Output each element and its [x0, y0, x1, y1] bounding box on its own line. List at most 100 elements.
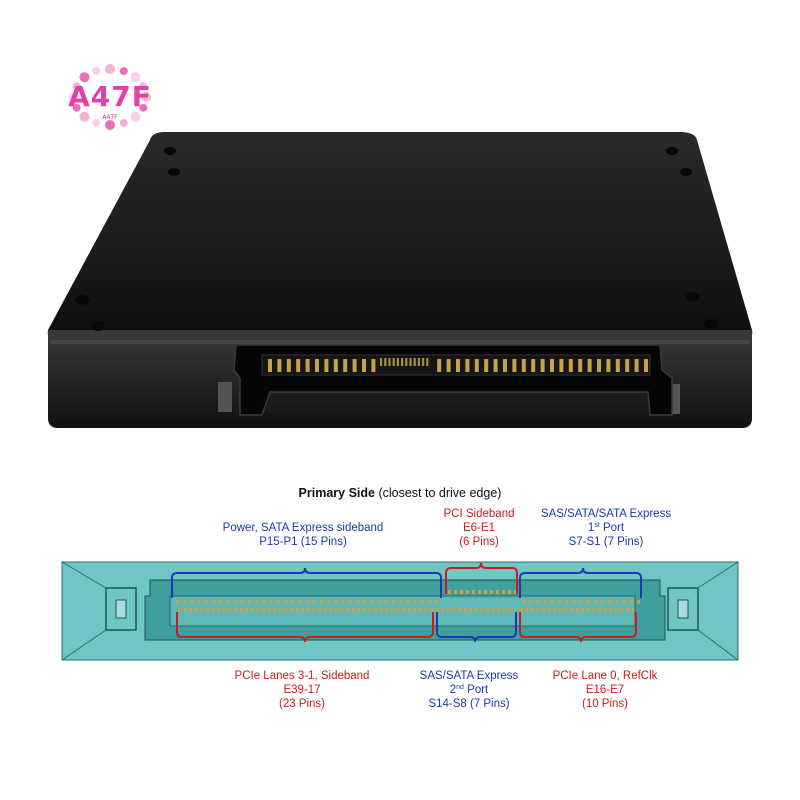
primary-pin: [399, 600, 403, 604]
secondary-pin: [592, 608, 596, 612]
connector-pin: [615, 359, 620, 372]
port1-pin: [558, 600, 561, 604]
secondary-pin: [278, 608, 282, 612]
primary-pin: [435, 600, 439, 604]
primary-pin: [312, 600, 316, 604]
secondary-pin: [183, 608, 187, 612]
wreath-flower: [139, 82, 148, 91]
secondary-pin: [413, 608, 417, 612]
sideband-pin: [417, 358, 420, 366]
secondary-pin: [407, 608, 411, 612]
secondary-pin: [480, 608, 484, 612]
brand-logo: A47F A47F: [60, 62, 160, 132]
secondary-pin: [379, 608, 383, 612]
screw-hole: [704, 319, 718, 329]
label-power-group: Power, SATA Express sideband P15-P1 (15 …: [222, 522, 384, 548]
primary-pin: [190, 600, 194, 604]
screw-hole: [164, 147, 176, 155]
bracket-port1: [519, 567, 642, 598]
secondary-pin: [469, 608, 473, 612]
sideband-pin: [401, 358, 404, 366]
pci-sideband-pin: [496, 590, 499, 594]
secondary-pin: [368, 608, 372, 612]
wreath-flower: [79, 111, 90, 122]
connector-pin: [268, 359, 272, 372]
wreath-flower: [92, 118, 101, 127]
secondary-pin: [586, 608, 590, 612]
secondary-pin: [402, 608, 405, 612]
sideband-pin: [426, 358, 429, 366]
port1-pin: [594, 600, 597, 604]
connector-pin: [493, 359, 498, 372]
screw-hole: [168, 168, 180, 176]
secondary-pin: [620, 608, 624, 612]
secondary-pin: [609, 608, 613, 612]
connector-pin: [296, 359, 301, 372]
label-port1-group: SAS/SATA/SATA Express 1st Port S7-S1 (7 …: [540, 508, 672, 548]
secondary-pin: [530, 608, 534, 612]
primary-pin: [428, 600, 431, 604]
wreath-flower: [139, 103, 148, 112]
bracket-pci-sideband: [445, 562, 518, 594]
connector-pin: [597, 359, 601, 372]
wreath-flower: [69, 92, 79, 102]
secondary-pin: [340, 608, 344, 612]
connector-pin: [550, 359, 554, 372]
secondary-pin: [396, 608, 400, 612]
flower-wreath-icon: [69, 64, 151, 130]
pci-sideband-pin: [514, 590, 517, 594]
screw-hole: [680, 168, 692, 176]
port1-pin: [608, 600, 612, 604]
connector-pin: [634, 359, 639, 372]
port1-pin: [601, 600, 605, 604]
primary-pin: [212, 600, 215, 604]
connector-pin: [343, 359, 348, 372]
secondary-pin: [346, 608, 349, 612]
primary-pin: [370, 600, 374, 604]
connector-pin: [362, 359, 366, 372]
secondary-pin: [497, 608, 501, 612]
connector-key-right: [667, 587, 699, 631]
secondary-pin: [362, 608, 366, 612]
port1-pin: [572, 600, 576, 604]
primary-pin: [363, 600, 367, 604]
secondary-pin: [558, 608, 562, 612]
connector-slot: [144, 579, 666, 641]
connector-body: [61, 561, 739, 661]
connector-pin: [568, 359, 573, 372]
secondary-pin: [262, 608, 265, 612]
pci-sideband-pin: [454, 590, 457, 594]
connector-pin: [559, 359, 564, 372]
bracket-port2: [436, 612, 517, 643]
connector-pin: [446, 359, 451, 372]
primary-pin: [384, 600, 388, 604]
pci-sideband-pin: [448, 590, 451, 594]
secondary-pin: [547, 608, 551, 612]
secondary-pin: [564, 608, 568, 612]
pci-sideband-pin: [460, 590, 463, 594]
connector-pin: [578, 359, 583, 372]
connector-pin: [305, 359, 310, 372]
connector-pin: [315, 359, 319, 372]
label-pcie-lanes-3-1-group: PCIe Lanes 3-1, Sideband E39-17 (23 Pins…: [234, 670, 370, 710]
secondary-pin: [536, 608, 540, 612]
secondary-pin: [542, 608, 545, 612]
connector-pin: [606, 359, 611, 372]
secondary-pin: [267, 608, 271, 612]
primary-pin: [176, 600, 179, 604]
primary-pin: [392, 600, 395, 604]
primary-pin: [327, 600, 331, 604]
logo-subtext: A47F: [102, 114, 118, 121]
screw-hole: [666, 147, 678, 155]
secondary-pin: [430, 608, 433, 612]
secondary-pin: [194, 608, 198, 612]
secondary-pin: [575, 608, 579, 612]
secondary-pin: [446, 608, 450, 612]
secondary-pin: [357, 608, 361, 612]
secondary-pin: [374, 608, 377, 612]
diagram-title: Primary Side (closest to drive edge): [0, 486, 800, 500]
secondary-pin: [306, 608, 310, 612]
primary-pin: [284, 600, 287, 604]
port1-pin: [536, 600, 540, 604]
sideband-pin: [380, 358, 383, 366]
